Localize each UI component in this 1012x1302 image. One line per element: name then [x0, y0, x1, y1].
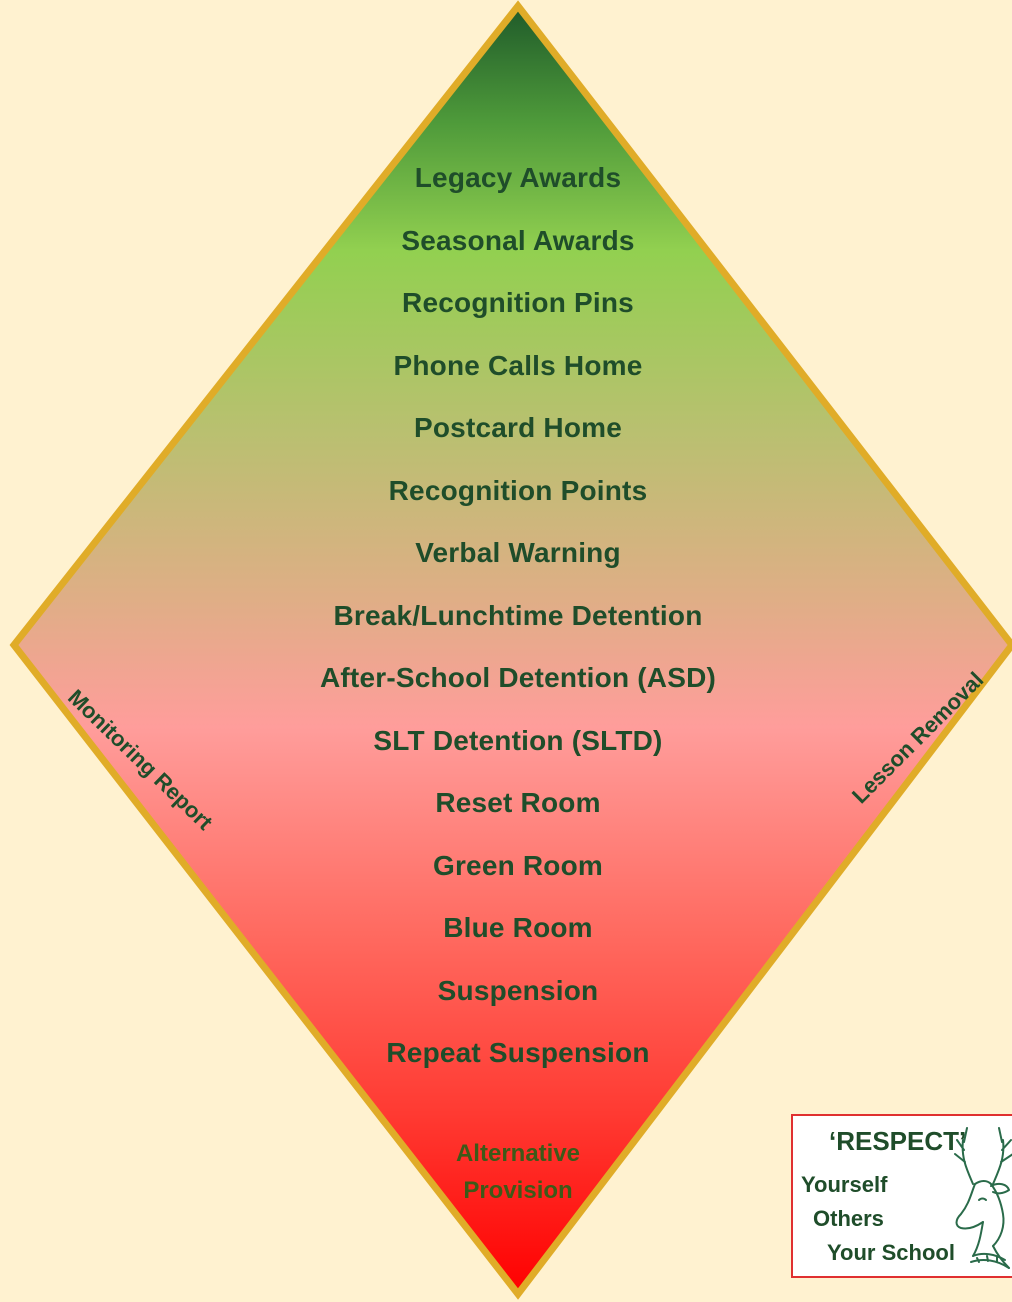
level-item: Verbal Warning [415, 537, 621, 568]
level-item: SLT Detention (SLTD) [373, 724, 663, 756]
respect-title: ‘RESPECT’ [829, 1126, 967, 1156]
level-item: Repeat Suspension [386, 1037, 650, 1068]
level-item: Suspension [437, 974, 599, 1006]
respect-line-others: Others [813, 1206, 884, 1231]
level-item: Phone Calls Home [393, 349, 643, 381]
level-item: Postcard Home [414, 412, 622, 443]
level-item: Green Room [432, 849, 604, 881]
bottom-label-line-2: Provision [463, 1177, 573, 1204]
level-item: Reset Room [435, 787, 601, 818]
respect-line-yourself: Yourself [801, 1172, 888, 1197]
level-item: Break/Lunchtime Detention [333, 599, 703, 631]
level-item: Recognition Pins [402, 287, 634, 318]
level-item: Seasonal Awards [401, 224, 635, 256]
level-item: Recognition Points [388, 474, 648, 506]
stag-head-icon [954, 1127, 1012, 1269]
level-item: Blue Room [443, 912, 593, 943]
level-item: After-School Detention (ASD) [319, 662, 717, 693]
diamond-shape [9, 0, 1012, 1300]
respect-logo: ‘RESPECT’ Yourself Others Your School [791, 1114, 1012, 1278]
alternative-provision-label: Alternative Provision [456, 1135, 580, 1209]
respect-line-your-school: Your School [827, 1240, 955, 1265]
bottom-label-line-1: Alternative [455, 1140, 581, 1167]
level-item: Legacy Awards [414, 162, 622, 193]
